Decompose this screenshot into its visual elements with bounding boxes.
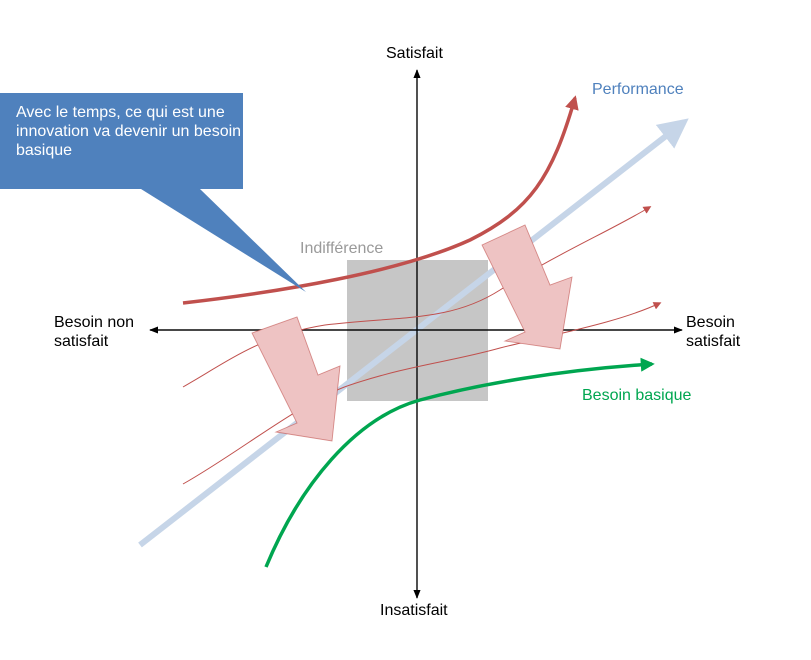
axis-label-right: Besoin satisfait <box>686 314 741 350</box>
basic-need-curve <box>264 357 655 568</box>
excitement-curve <box>182 95 579 305</box>
callout-box <box>0 93 243 189</box>
performance-label: Performance <box>592 81 684 98</box>
basic-need-label: Besoin basique <box>582 387 692 404</box>
axis-label-top: Satisfait <box>386 45 443 62</box>
performance-to-basic-curve <box>182 302 662 485</box>
transition-arrow-right <box>481 224 573 350</box>
axis-label-bottom: Insatisfait <box>380 602 448 619</box>
callout-text: Avec le temps, ce qui est une innovation… <box>16 104 242 159</box>
indifference-label: Indifférence <box>300 240 384 257</box>
axis-label-left: Besoin non satisfait <box>54 314 135 350</box>
callout-pointer <box>141 189 306 292</box>
performance-line <box>138 118 689 548</box>
excitement-to-performance-curve <box>182 206 652 388</box>
transition-arrow-left <box>251 316 341 442</box>
